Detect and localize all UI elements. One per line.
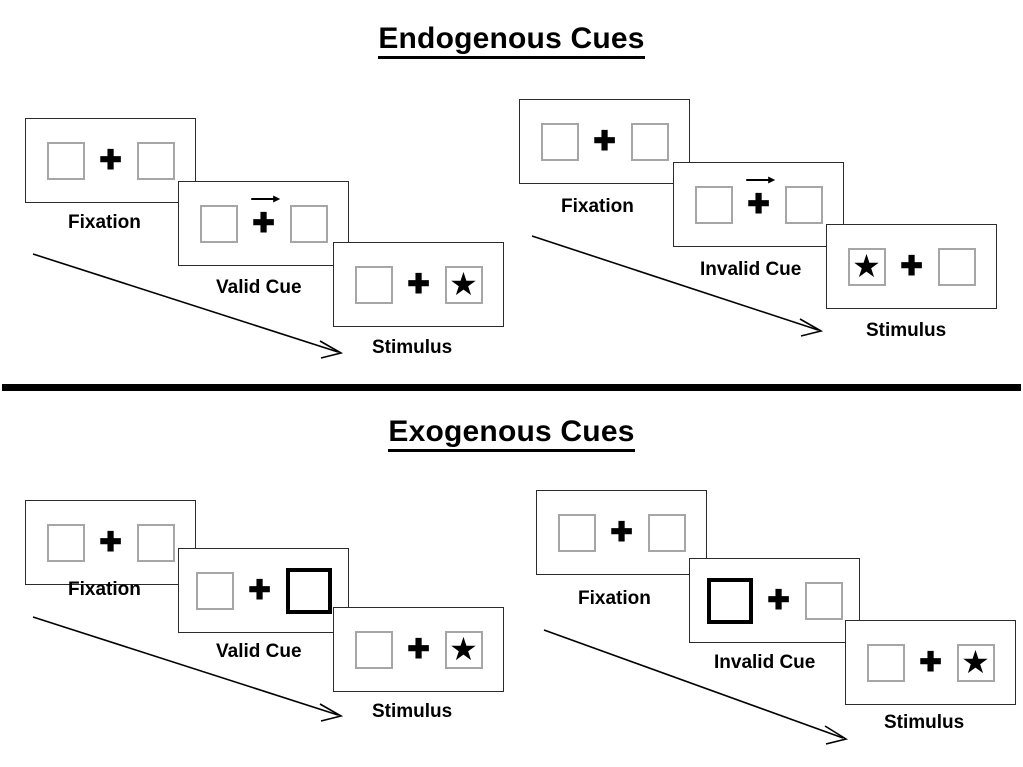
left-box[interactable] (195, 571, 234, 610)
caption-exo-valid-fixation: Fixation (68, 579, 141, 600)
star-target-icon: ★ (961, 643, 990, 680)
caption-exo-invalid-fixation: Fixation (578, 588, 651, 609)
panel-endo-valid-cue[interactable]: ✚ (178, 181, 349, 266)
fixation-cross-icon: ✚ (250, 195, 280, 238)
time-arrow-exogenous-invalid (543, 629, 849, 745)
left-box[interactable] (540, 122, 579, 161)
fixation-cross-icon: ✚ (593, 126, 616, 156)
panel-exo-invalid-stimulus[interactable]: ✚ ★ (845, 620, 1016, 705)
right-box[interactable] (804, 581, 843, 620)
arrow-right-cue-icon (745, 176, 775, 184)
right-box[interactable]: ★ (444, 630, 483, 669)
fixation-cross-icon: ✚ (248, 575, 271, 605)
fixation-cross-icon: ✚ (745, 176, 775, 219)
caption-endo-invalid-fixation: Fixation (561, 196, 634, 217)
right-box[interactable] (136, 523, 175, 562)
panel-exo-valid-cue[interactable]: ✚ (178, 548, 349, 633)
fixation-plus-glyph: ✚ (747, 189, 770, 219)
fixation-cross-icon: ✚ (610, 517, 633, 547)
right-box[interactable]: ★ (444, 265, 483, 304)
caption-exo-valid-cue: Valid Cue (216, 641, 302, 662)
left-box[interactable] (866, 643, 905, 682)
fixation-cross-icon: ✚ (900, 251, 923, 281)
panel-endo-valid-fixation[interactable]: ✚ (25, 118, 196, 203)
caption-exo-invalid-stimulus: Stimulus (884, 712, 965, 733)
section-title-exogenous: Exogenous Cues (0, 415, 1023, 452)
left-box-cued[interactable] (706, 577, 753, 624)
right-box[interactable] (647, 513, 686, 552)
caption-endo-valid-cue: Valid Cue (216, 277, 302, 298)
caption-endo-invalid-cue: Invalid Cue (700, 259, 802, 280)
star-target-icon: ★ (449, 265, 478, 302)
fixation-cross-icon: ✚ (99, 145, 122, 175)
panel-exo-invalid-cue[interactable]: ✚ (689, 558, 860, 643)
panel-endo-invalid-fixation[interactable]: ✚ (519, 99, 690, 184)
left-box[interactable] (694, 185, 733, 224)
star-target-icon: ★ (852, 247, 881, 284)
panel-endo-valid-stimulus[interactable]: ✚ ★ (333, 242, 504, 327)
arrow-right-cue-icon (250, 195, 280, 203)
caption-endo-valid-stimulus: Stimulus (372, 337, 453, 358)
right-box-cued[interactable] (285, 567, 332, 614)
left-box[interactable] (46, 141, 85, 180)
right-box[interactable] (136, 141, 175, 180)
fixation-cross-icon: ✚ (99, 527, 122, 557)
panel-endo-invalid-stimulus[interactable]: ★ ✚ (826, 224, 997, 309)
caption-endo-invalid-stimulus: Stimulus (866, 320, 947, 341)
fixation-plus-glyph: ✚ (252, 208, 275, 238)
section-title-endogenous: Endogenous Cues (0, 22, 1023, 59)
left-box[interactable] (354, 265, 393, 304)
caption-exo-invalid-cue: Invalid Cue (714, 652, 816, 673)
star-target-icon: ★ (449, 630, 478, 667)
caption-exo-valid-stimulus: Stimulus (372, 701, 453, 722)
fixation-cross-icon: ✚ (767, 585, 790, 615)
section-divider (2, 384, 1021, 391)
left-box[interactable] (557, 513, 596, 552)
section-title-endogenous-text: Endogenous Cues (378, 22, 645, 59)
fixation-cross-icon: ✚ (407, 269, 430, 299)
right-box[interactable] (937, 247, 976, 286)
time-arrow-endogenous-valid (32, 253, 344, 359)
right-box[interactable] (784, 185, 823, 224)
fixation-cross-icon: ✚ (919, 647, 942, 677)
left-box[interactable]: ★ (847, 247, 886, 286)
left-box[interactable] (46, 523, 85, 562)
left-box[interactable] (199, 204, 238, 243)
right-box[interactable] (630, 122, 669, 161)
section-title-exogenous-text: Exogenous Cues (388, 415, 635, 452)
left-box[interactable] (354, 630, 393, 669)
fixation-cross-icon: ✚ (407, 634, 430, 664)
time-arrow-exogenous-valid (32, 616, 344, 722)
panel-endo-invalid-cue[interactable]: ✚ (673, 162, 844, 247)
panel-exo-valid-stimulus[interactable]: ✚ ★ (333, 607, 504, 692)
right-box[interactable] (289, 204, 328, 243)
time-arrow-endogenous-invalid (531, 235, 824, 337)
panel-exo-invalid-fixation[interactable]: ✚ (536, 490, 707, 575)
right-box[interactable]: ★ (956, 643, 995, 682)
panel-exo-valid-fixation[interactable]: ✚ (25, 500, 196, 585)
caption-endo-valid-fixation: Fixation (68, 212, 141, 233)
